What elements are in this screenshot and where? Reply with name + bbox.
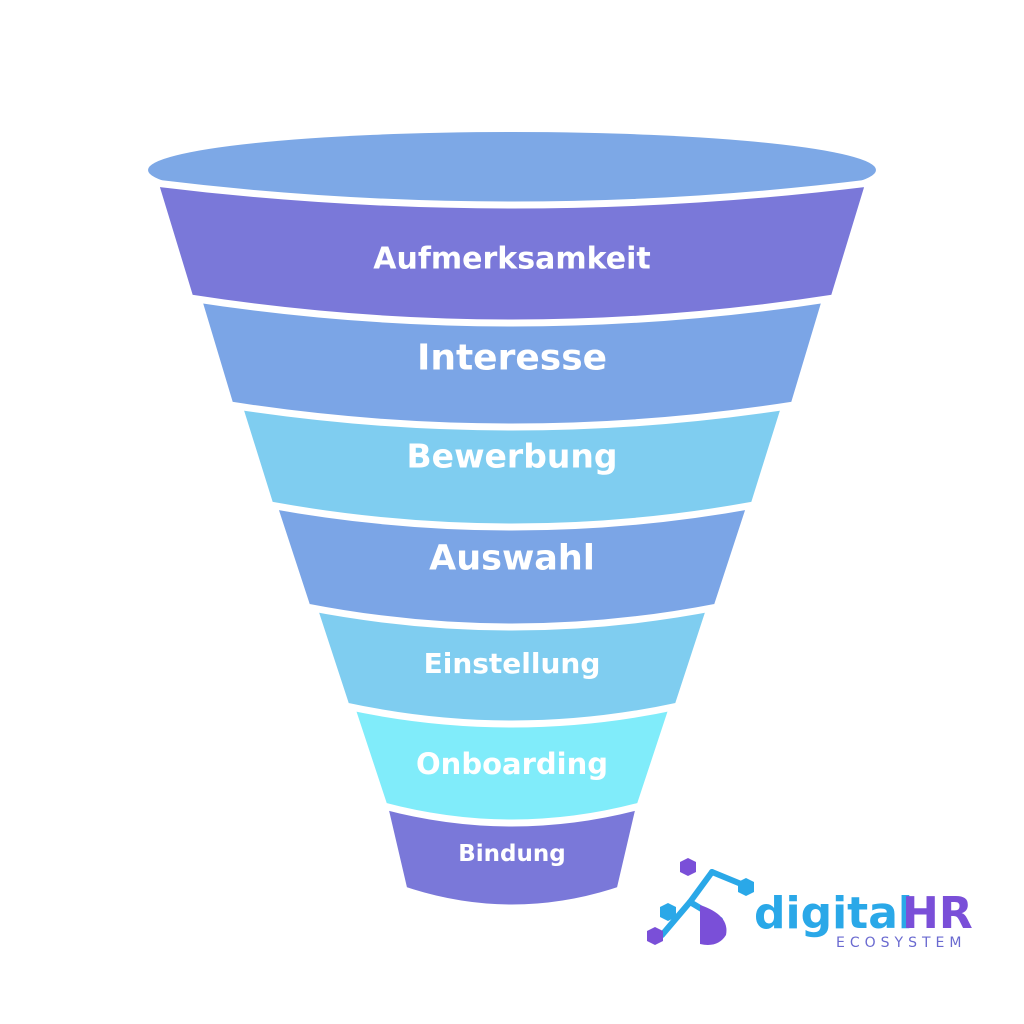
hex-molecule-icon (647, 858, 754, 945)
hex-node (738, 878, 754, 896)
funnel-stage-label: Auswahl (429, 538, 595, 578)
logo-word-digital: digital (754, 888, 913, 939)
funnel-stage-label: Onboarding (416, 747, 608, 781)
hex-node (647, 927, 663, 945)
funnel-stage-label: Interesse (417, 338, 607, 379)
digitalhr-logo: digital HR ECOSYSTEM (647, 858, 973, 951)
funnel-stage-label: Bindung (458, 841, 565, 867)
logo-word-ecosystem: ECOSYSTEM (836, 935, 966, 951)
funnel-stage-label: Bewerbung (407, 437, 618, 476)
hex-node (660, 903, 676, 921)
logo-word-hr: HR (902, 888, 973, 939)
hex-node (680, 858, 696, 876)
funnel-stage-label: Aufmerksamkeit (373, 242, 650, 277)
funnel-stages: AufmerksamkeitInteresseBewerbungAuswahlE… (151, 179, 873, 912)
hex-tail (700, 905, 727, 945)
funnel-rim (148, 132, 876, 208)
funnel-stage-1 (151, 179, 873, 327)
funnel-stage-label: Einstellung (424, 647, 601, 680)
